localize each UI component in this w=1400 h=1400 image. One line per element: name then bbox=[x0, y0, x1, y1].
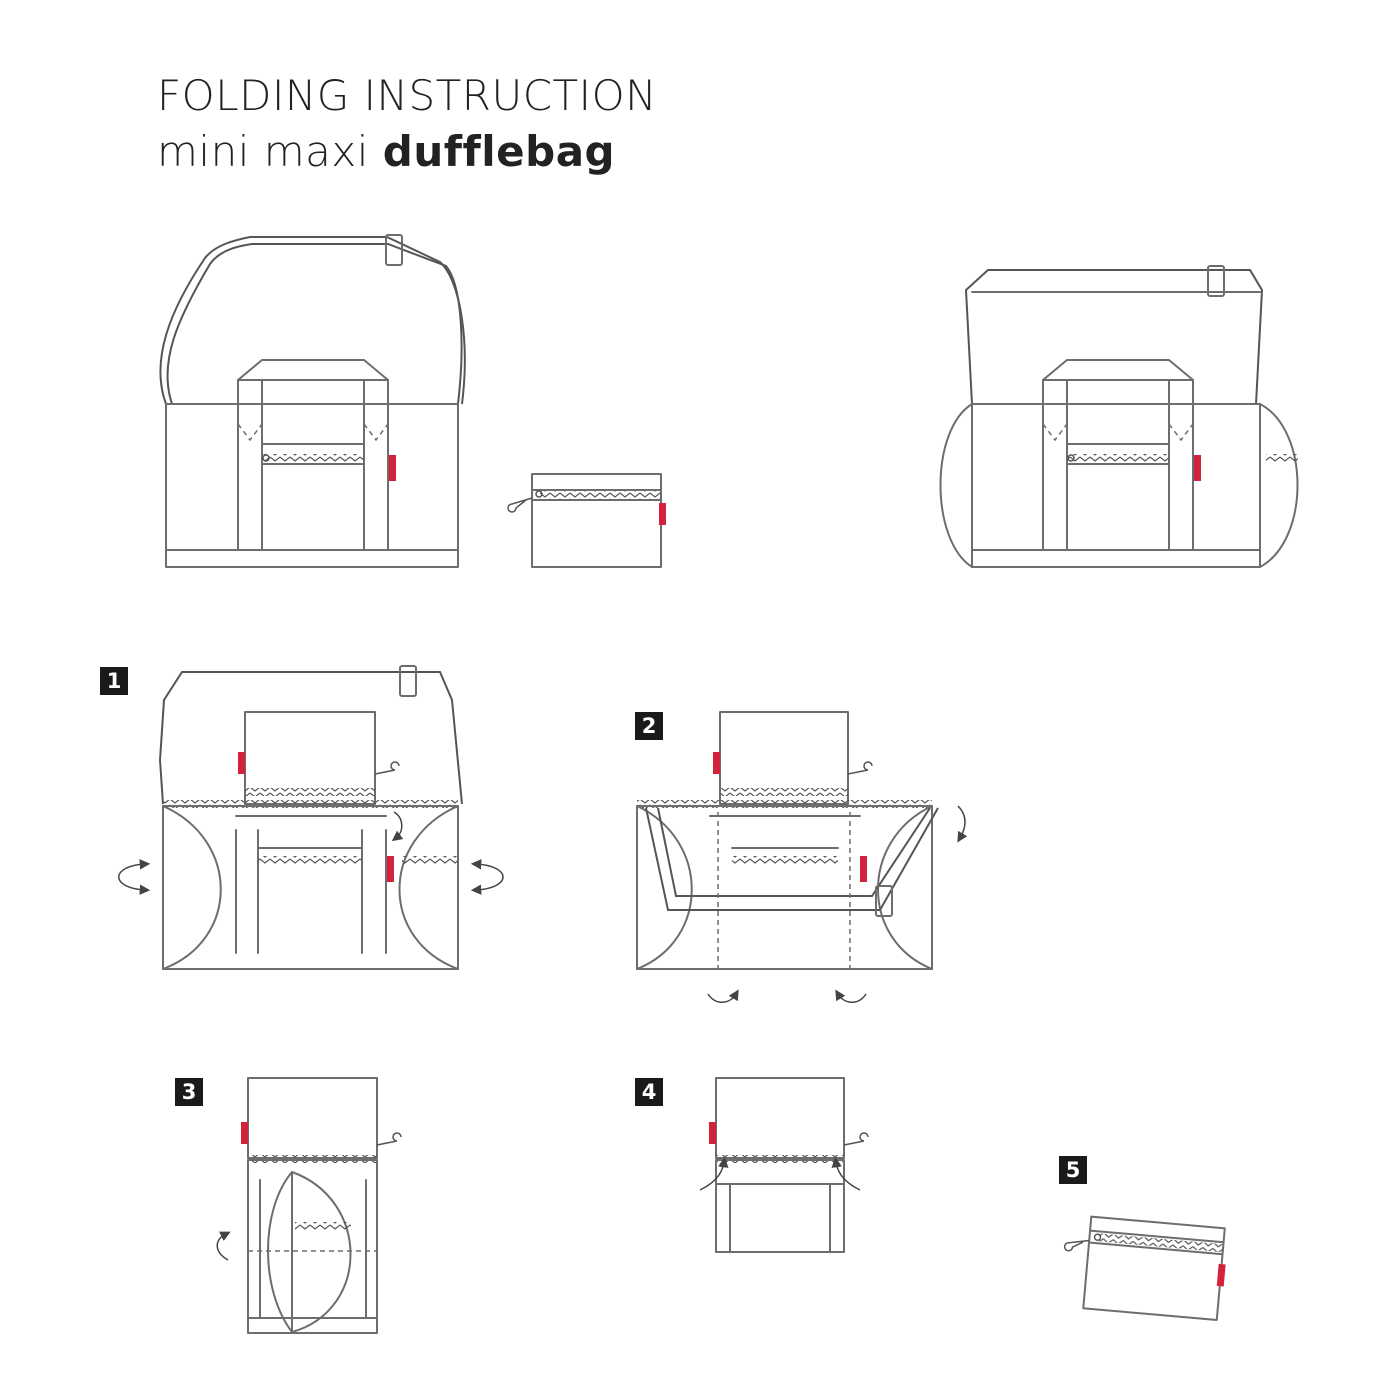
open-bag-illustration bbox=[159, 234, 466, 568]
carabiner-icon bbox=[1063, 1239, 1090, 1252]
product-name-bold: dufflebag bbox=[382, 127, 616, 176]
fold-arrow-icon bbox=[707, 989, 739, 1003]
title-heading: FOLDING INSTRUCTION bbox=[157, 71, 658, 120]
step-badge-5: 5 bbox=[1059, 1156, 1087, 1184]
title-block: FOLDING INSTRUCTION mini maxi dufflebag bbox=[157, 68, 657, 180]
strap-buckle-icon bbox=[399, 665, 417, 697]
step-1-illustration bbox=[118, 665, 504, 970]
fold-arrow-icon bbox=[699, 1156, 729, 1191]
carabiner-icon bbox=[374, 761, 400, 775]
step-3-illustration bbox=[216, 1077, 402, 1334]
carabiner-icon bbox=[376, 1132, 402, 1146]
brand-tag-icon bbox=[389, 455, 396, 481]
brand-tag-icon bbox=[659, 503, 666, 525]
fold-arrow-icon bbox=[835, 989, 867, 1003]
folded-pouch-illustration bbox=[507, 473, 666, 568]
product-name-light: mini maxi bbox=[157, 127, 383, 176]
rotate-arrow-icon bbox=[470, 859, 504, 895]
brand-tag-icon bbox=[1216, 1263, 1226, 1287]
duffle-bag-illustration bbox=[939, 265, 1299, 568]
fold-arrow-icon bbox=[957, 805, 968, 843]
strap-buckle-icon bbox=[385, 234, 403, 266]
strap-buckle-icon bbox=[1207, 265, 1225, 297]
brand-tag-icon bbox=[1194, 455, 1201, 481]
fold-arrow-icon bbox=[831, 1156, 861, 1191]
carabiner-icon bbox=[843, 1132, 869, 1146]
step-badge-1: 1 bbox=[100, 667, 128, 695]
step-4-illustration bbox=[699, 1077, 869, 1253]
step-badge-2: 2 bbox=[635, 712, 663, 740]
carabiner-icon bbox=[847, 761, 873, 775]
step-2-illustration bbox=[636, 711, 968, 1003]
fold-arrow-icon bbox=[216, 1231, 231, 1261]
step-badge-3: 3 bbox=[175, 1078, 203, 1106]
fold-arrow-icon bbox=[391, 811, 404, 842]
step-badge-4: 4 bbox=[635, 1078, 663, 1106]
step-5-illustration bbox=[1063, 1215, 1226, 1321]
carabiner-icon bbox=[507, 497, 533, 513]
strap-buckle-icon bbox=[875, 885, 893, 917]
product-name: mini maxi dufflebag bbox=[157, 124, 657, 180]
rotate-arrow-icon bbox=[118, 859, 151, 895]
